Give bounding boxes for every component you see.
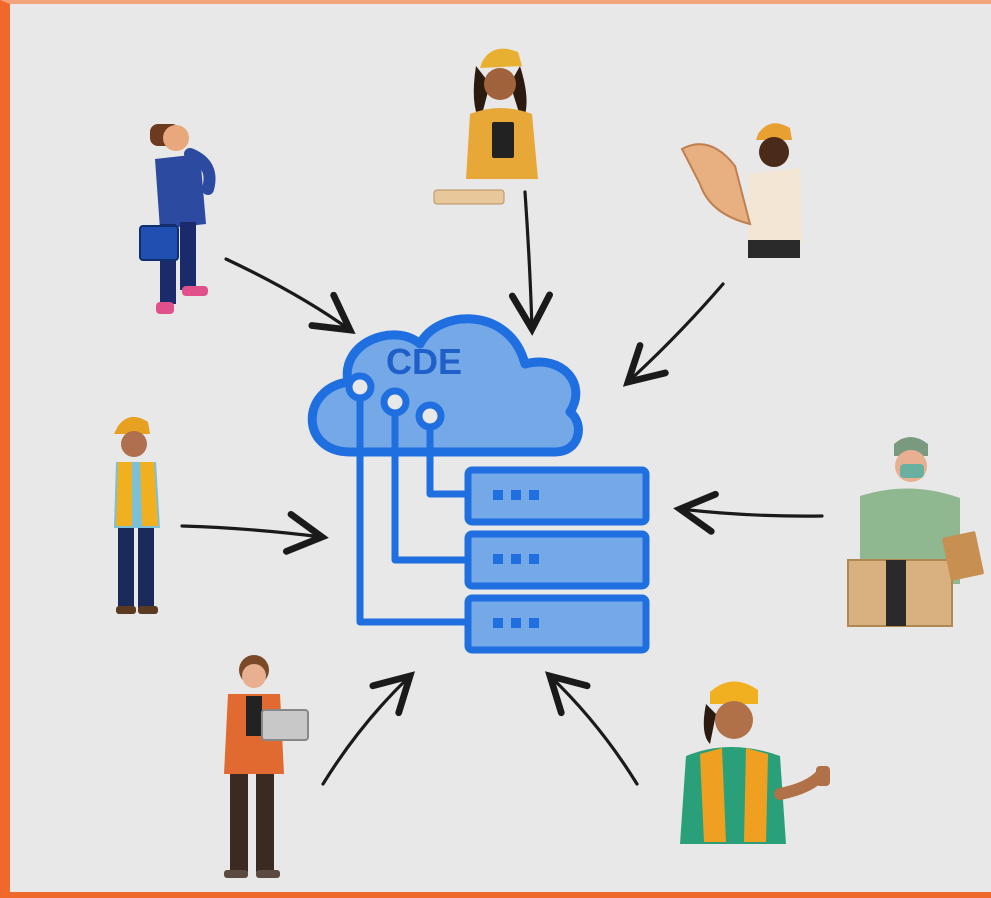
hivis-worker-figure xyxy=(114,416,160,614)
circuit-nodes xyxy=(345,372,445,431)
arrows xyxy=(180,190,824,786)
architect-figure xyxy=(433,48,538,205)
arrow-from-laptop-woman xyxy=(321,671,415,786)
blueprint-worker-figure xyxy=(680,123,802,258)
cde-label: CDE xyxy=(386,341,462,382)
businessman-figure xyxy=(139,124,216,314)
arrow-from-hivis-worker xyxy=(180,510,329,555)
arrow-from-architect xyxy=(508,190,553,336)
cloud-icon: CDE xyxy=(307,314,583,457)
arrow-from-thumbsup-worker xyxy=(545,671,639,786)
laptop-woman-figure xyxy=(224,655,309,878)
circuit-lines xyxy=(356,396,468,626)
server-rack-icon xyxy=(464,466,650,654)
arrow-from-delivery-worker xyxy=(673,490,824,535)
cde-diagram: CDE xyxy=(114,48,984,878)
arrow-from-blueprint-worker xyxy=(622,282,725,387)
thumbsup-worker-figure xyxy=(680,681,830,844)
arrow-from-businessman xyxy=(224,257,356,335)
delivery-worker-figure xyxy=(847,437,984,627)
